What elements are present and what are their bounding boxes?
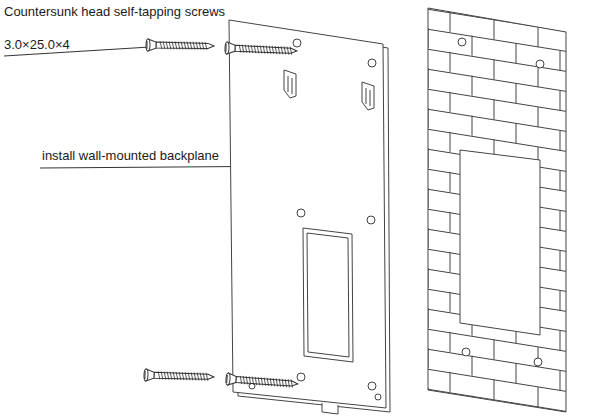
brick-joint	[450, 212, 451, 232]
brick-joint	[538, 387, 539, 407]
brick-joint	[516, 83, 517, 103]
brick-joint	[428, 68, 429, 88]
brick-joint	[494, 59, 495, 79]
brick-joint	[494, 19, 495, 39]
brick-joint	[472, 396, 473, 416]
brick-course	[420, 328, 570, 352]
brick-joint	[538, 27, 539, 47]
brick-joint	[560, 331, 561, 351]
brick-joint	[450, 252, 451, 272]
brick-course	[420, 68, 570, 92]
brick-joint	[450, 12, 451, 32]
self-tapping-screw	[226, 373, 299, 390]
brick-joint	[450, 52, 451, 72]
brick-joint	[560, 51, 561, 71]
label-text: install wall-mounted backplane	[42, 148, 219, 164]
brick-course	[420, 8, 570, 32]
brick-course	[420, 28, 570, 52]
brick-joint	[450, 292, 451, 312]
brick-joint	[538, 107, 539, 127]
brick-joint	[428, 28, 429, 48]
brick-course	[420, 88, 570, 112]
brick-joint	[472, 36, 473, 56]
brick-joint	[428, 148, 429, 168]
brick-joint	[472, 116, 473, 136]
brick-joint	[428, 348, 429, 368]
brick-joint	[428, 268, 429, 288]
brick-joint	[450, 372, 451, 392]
brick-joint	[560, 251, 561, 271]
label-text: 3.0×25.0×4	[4, 37, 70, 53]
brick-joint	[428, 108, 429, 128]
brick-joint	[450, 132, 451, 152]
wall-opening	[460, 150, 540, 335]
brick-course	[420, 348, 570, 372]
brick-joint	[450, 92, 451, 112]
brick-joint	[494, 379, 495, 399]
brick-joint	[472, 76, 473, 96]
brick-course	[420, 368, 570, 392]
brick-course	[420, 48, 570, 72]
brick-joint	[560, 291, 561, 311]
brick-course	[420, 108, 570, 132]
screws	[144, 39, 298, 390]
brick-course	[420, 128, 570, 152]
brick-joint	[472, 356, 473, 376]
label-text: Countersunk head self-tapping screws	[4, 4, 225, 20]
brick-joint	[560, 211, 561, 231]
self-tapping-screw	[146, 39, 214, 52]
brick-joint	[450, 332, 451, 352]
brick-course	[420, 388, 570, 412]
brick-joint	[428, 388, 429, 408]
brick-joint	[494, 99, 495, 119]
brick-joint	[516, 403, 517, 416]
brick-joint	[516, 363, 517, 383]
brick-joint	[538, 67, 539, 87]
brick-wall	[420, 8, 570, 416]
brick-joint	[560, 411, 561, 416]
brick-course	[420, 408, 570, 416]
brick-joint	[428, 228, 429, 248]
brick-joint	[560, 91, 561, 111]
self-tapping-screw	[225, 42, 297, 57]
self-tapping-screw	[144, 369, 214, 383]
brick-joint	[428, 188, 429, 208]
brick-joint	[560, 371, 561, 391]
brick-joint	[560, 171, 561, 191]
brick-joint	[450, 412, 451, 416]
brick-joint	[560, 131, 561, 151]
brick-joint	[428, 308, 429, 328]
brick-joint	[516, 123, 517, 143]
brick-joint	[516, 43, 517, 63]
brick-joint	[494, 339, 495, 359]
wall-mounted-backplane	[229, 20, 390, 414]
brick-joint	[450, 172, 451, 192]
